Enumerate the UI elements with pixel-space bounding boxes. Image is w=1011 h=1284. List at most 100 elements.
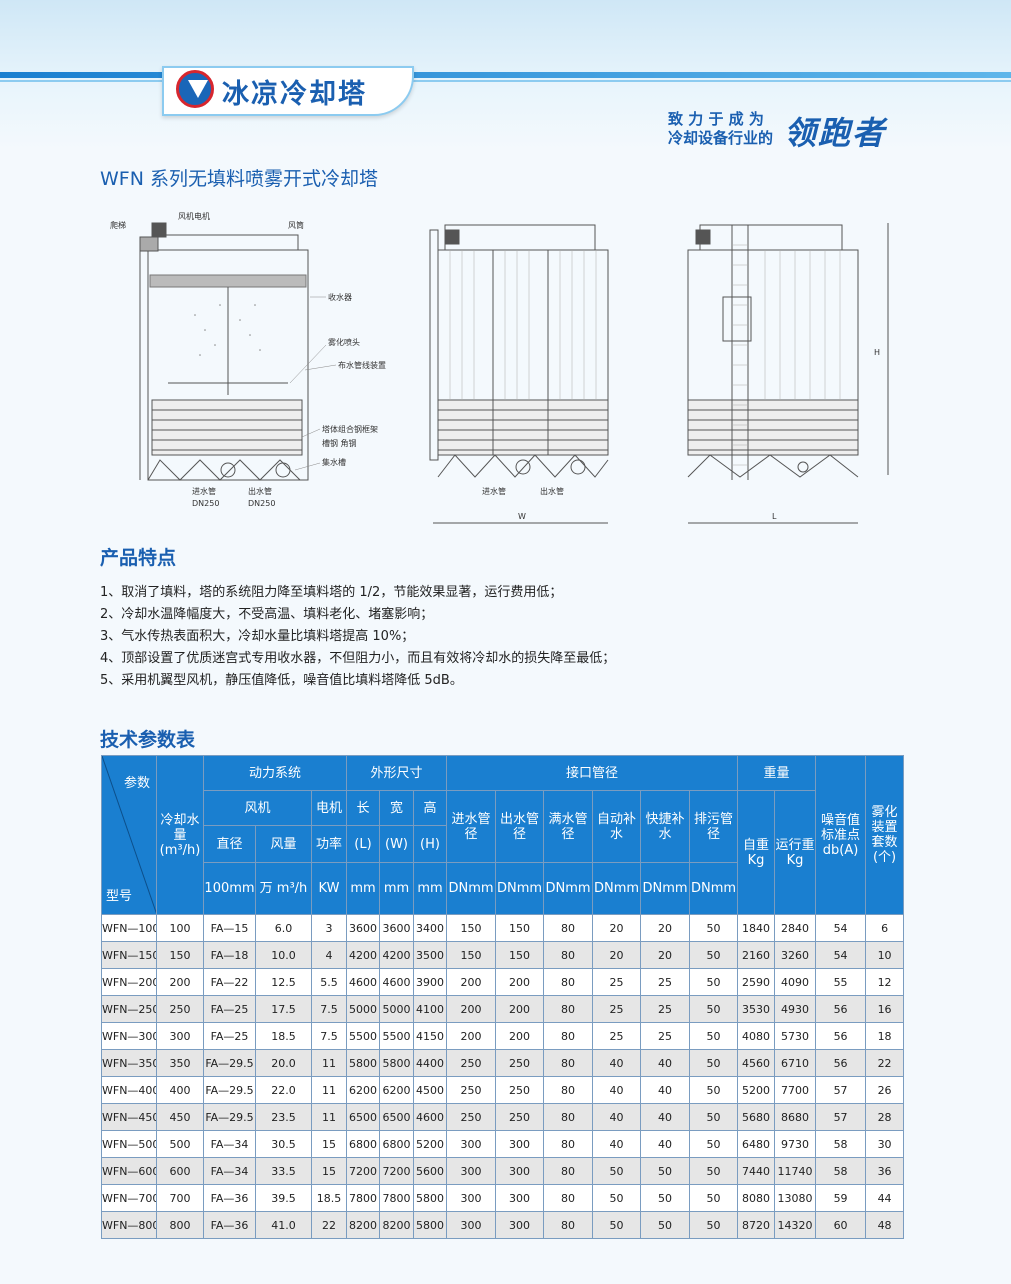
brand-logo-icon [176, 70, 214, 108]
feature-item: 2、冷却水温降幅度大，不受高温、填料老化、堵塞影响； [100, 607, 434, 622]
table-cell: 56 [815, 995, 867, 1023]
cooling-tower-diagram: 爬梯 风机电机 风筒 收水器 雾化喷头 布水管线装置 塔体组合钢框架 槽钢 角钢… [110, 211, 889, 524]
table-cell: 18.5 [255, 1022, 312, 1050]
header-nozzles: 雾化装置套数(个) [865, 755, 905, 915]
table-cell: 50 [592, 1211, 641, 1239]
table-cell: 450 [156, 1103, 204, 1131]
table-cell: 15 [311, 1130, 347, 1158]
table-cell: 25 [592, 995, 641, 1023]
table-cell: 100 [156, 914, 204, 942]
corner-diagonal [102, 756, 156, 913]
table-cell: 57 [815, 1076, 867, 1104]
table-cell: 8720 [737, 1211, 776, 1239]
side-view [687, 223, 889, 524]
table-cell: 2590 [737, 968, 776, 996]
table-cell: 50 [688, 1103, 739, 1131]
feature-item: 5、采用机翼型风机，静压值降低，噪音值比填料塔降低 5dB。 [100, 673, 463, 688]
table-cell: 5800 [413, 1211, 447, 1239]
table-cell: 6500 [346, 1103, 380, 1131]
table-cell: 7200 [379, 1157, 414, 1185]
table-cell: 4090 [774, 968, 817, 996]
table-cell: 3260 [774, 941, 817, 969]
table-cell: 80 [543, 1049, 593, 1077]
slogan-line1: 致 力 于 成 为 [668, 110, 764, 128]
table-cell: 200 [446, 995, 496, 1023]
table-cell: 250 [156, 995, 204, 1023]
features-list: 1、取消了填料，塔的系统阻力降至填料塔的 1/2，节能效果显著，运行费用低； 2… [100, 582, 615, 692]
spec-title: 技术参数表 [100, 729, 196, 751]
table-cell: 700 [156, 1184, 204, 1212]
table-cell: 7.5 [311, 1022, 347, 1050]
table-cell: 2840 [774, 914, 817, 942]
brand-name: 冰凉冷却塔 [222, 79, 367, 110]
table-cell: 150 [495, 914, 544, 942]
label-outlet: 出水管 [248, 486, 272, 496]
table-cell: 80 [543, 968, 593, 996]
table-cell: 80 [543, 941, 593, 969]
table-cell: 50 [592, 1157, 641, 1185]
table-cell: 20.0 [255, 1049, 312, 1077]
table-cell: FA—29.5 [203, 1049, 256, 1077]
table-cell: 4560 [737, 1049, 776, 1077]
table-cell: 56 [815, 1022, 867, 1050]
header-model: 型号 [106, 889, 133, 904]
table-cell: 10 [865, 941, 905, 969]
table-cell: WFN—350 [101, 1049, 157, 1077]
label-distributor: 布水管线装置 [338, 360, 386, 370]
table-cell: 3 [311, 914, 347, 942]
table-cell: 4600 [413, 1103, 447, 1131]
header-noise: 噪音值标准点db(A) [815, 755, 867, 915]
table-cell: 6800 [379, 1130, 414, 1158]
unit-outlet: DNmm [495, 862, 544, 915]
table-cell: 2160 [737, 941, 776, 969]
table-cell: 300 [495, 1130, 544, 1158]
table-cell: 250 [446, 1049, 496, 1077]
table-cell: 200 [495, 968, 544, 996]
header-drain: 排污管径 [688, 790, 739, 863]
table-cell: 5000 [379, 995, 414, 1023]
table-cell: 17.5 [255, 995, 312, 1023]
table-cell: 4100 [413, 995, 447, 1023]
table-cell: 30.5 [255, 1130, 312, 1158]
table-cell: 50 [688, 968, 739, 996]
table-cell: WFN—100 [101, 914, 157, 942]
table-cell: 6800 [346, 1130, 380, 1158]
table-cell: 20 [640, 941, 690, 969]
table-cell: 44 [865, 1184, 905, 1212]
table-cell: 50 [688, 941, 739, 969]
table-cell: 250 [495, 1049, 544, 1077]
slogan-big: 领跑者 [784, 114, 887, 152]
table-cell: 6200 [346, 1076, 380, 1104]
table-cell: 12 [865, 968, 905, 996]
section-labels: 爬梯 风机电机 风筒 收水器 雾化喷头 布水管线装置 塔体组合钢框架 槽钢 角钢… [110, 211, 386, 508]
features-title: 产品特点 [100, 547, 177, 569]
header-flow: 冷却水量(m³/h) [156, 755, 204, 915]
unit-fast-fill: DNmm [640, 862, 690, 915]
header-pipes: 接口管径 [445, 755, 739, 791]
table-cell: 800 [156, 1211, 204, 1239]
table-cell: WFN—700 [101, 1184, 157, 1212]
label-collector: 收水器 [328, 292, 352, 302]
table-cell: 48 [865, 1211, 905, 1239]
table-cell: 5.5 [311, 968, 347, 996]
table-cell: 3500 [413, 941, 447, 969]
table-cell: 150 [495, 941, 544, 969]
header-param: 参数 [123, 776, 150, 791]
table-cell: 50 [640, 1211, 690, 1239]
label-dim-l: L [772, 512, 777, 521]
table-cell: 50 [640, 1157, 690, 1185]
table-cell: FA—29.5 [203, 1076, 256, 1104]
table-cell: 1840 [737, 914, 776, 942]
table-cell: 80 [543, 1184, 593, 1212]
label-frame-sub: 槽钢 角钢 [322, 438, 357, 448]
table-cell: 40 [592, 1049, 641, 1077]
label-fan-motor: 风机电机 [178, 211, 210, 221]
table-cell: 40 [640, 1049, 690, 1077]
label-inlet-dn: DN250 [192, 499, 219, 508]
